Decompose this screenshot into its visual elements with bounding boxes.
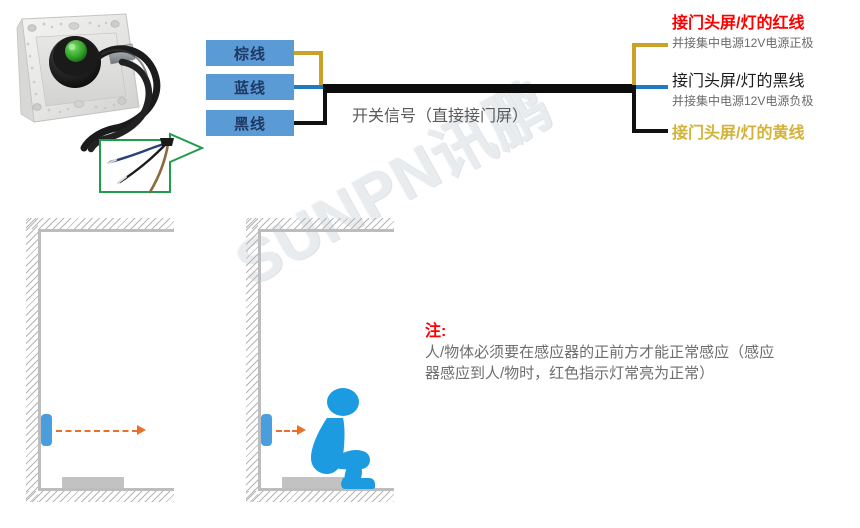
wall-top-hatch-left (26, 218, 174, 229)
wall-line-bottom-right (258, 488, 394, 491)
wire-yellow-left-horizontal (294, 51, 323, 55)
wire-closeup-callout (98, 132, 205, 194)
floor-platform-right (282, 477, 354, 488)
wire-yellow-left-vertical (319, 51, 323, 86)
main-cable-bus (323, 84, 635, 93)
wire-yellow-right-horizontal (632, 43, 668, 47)
wall-line-top-right (258, 229, 394, 232)
wire-label-blue: 蓝线 (206, 74, 294, 100)
right-label-black-main: 接门头屏/灯的黑线 (672, 73, 805, 90)
wall-left-hatch-left (26, 218, 38, 502)
wire-black-left-vertical (323, 86, 327, 125)
beam-arrowhead-left (137, 425, 146, 435)
room-diagram-empty (14, 218, 174, 514)
wire-black-right-horizontal (632, 129, 668, 133)
wall-left-hatch-right (246, 218, 258, 502)
detection-beam-left (56, 430, 138, 432)
right-label-red-main: 接门头屏/灯的红线 (672, 15, 805, 32)
beam-arrowhead-right (297, 425, 306, 435)
room-diagram-with-person (234, 218, 404, 514)
wire-blue-right-horizontal (632, 85, 668, 89)
wire-label-black: 黑线 (206, 110, 294, 136)
switch-signal-caption: 开关信号（直接接门屏） (352, 108, 529, 125)
wire-label-brown: 棕线 (206, 40, 294, 66)
person-figure-squatting (289, 386, 379, 490)
wire-black-right-vertical (632, 85, 636, 133)
note-line-1: 人/物体必须要在感应器的正前方才能正常感应（感应 (425, 344, 775, 361)
wire-black-left-horizontal (294, 121, 327, 125)
note-title: 注: (425, 323, 447, 340)
note-block: 注: 人/物体必须要在感应器的正前方才能正常感应（感应 器感应到人/物时，红色指… (425, 322, 840, 384)
right-label-black-sub: 并接集中电源12V电源负极 (672, 94, 814, 108)
sensor-device-left (41, 414, 52, 446)
sensor-product-photo (4, 4, 190, 164)
wall-bottom-hatch-left (26, 491, 174, 502)
detection-beam-right (276, 430, 298, 432)
right-label-yellow-main: 接门头屏/灯的黄线 (672, 125, 805, 142)
note-line-2: 器感应到人/物时，红色指示灯常亮为正常） (425, 365, 715, 382)
wall-line-bottom-left (38, 488, 174, 491)
wire-yellow-right-vertical (632, 43, 636, 87)
wall-top-hatch-right (246, 218, 394, 229)
wall-line-vertical-left (38, 229, 41, 491)
wall-line-vertical-right (258, 229, 261, 491)
right-label-red-sub: 并接集中电源12V电源正极 (672, 36, 814, 50)
right-label-red-wire: 接门头屏/灯的红线 并接集中电源12V电源正极 (672, 14, 813, 51)
wire-blue-left-horizontal (294, 85, 323, 89)
wall-line-top-left (38, 229, 174, 232)
sensor-device-right (261, 414, 272, 446)
wall-bottom-hatch-right (246, 491, 394, 502)
right-label-black-wire: 接门头屏/灯的黑线 并接集中电源12V电源负极 (672, 72, 813, 109)
right-label-yellow-wire: 接门头屏/灯的黄线 (672, 124, 804, 144)
floor-platform-left (62, 477, 124, 488)
